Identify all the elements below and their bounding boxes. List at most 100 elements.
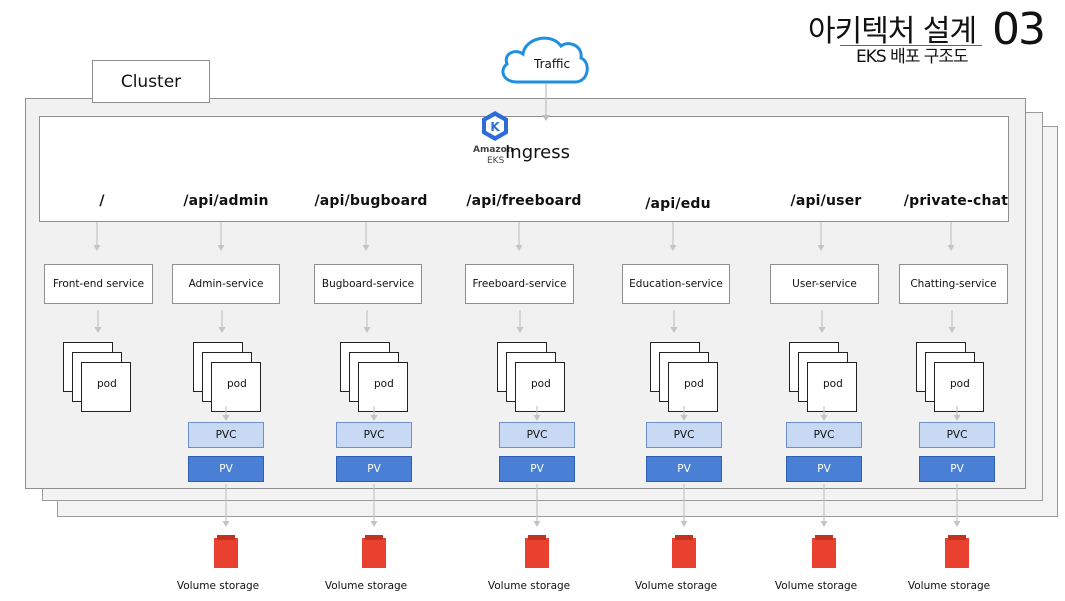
cluster-label: Cluster [92, 60, 210, 103]
service-arrow [363, 310, 371, 333]
page-subtitle: EKS 배포 구조도 [856, 47, 969, 67]
pod-label: pod [374, 378, 394, 390]
pv-box: PV [919, 456, 995, 482]
pod-card [668, 362, 718, 412]
pod-card [934, 362, 984, 412]
route-path: /api/edu [645, 196, 711, 212]
pod-card [358, 362, 408, 412]
title-divider [840, 45, 982, 46]
eks-logo-text: Amazon [473, 145, 514, 155]
route-path: /api/freeboard [466, 193, 582, 209]
pv-label: PV [817, 463, 831, 475]
pod-label: pod [227, 378, 247, 390]
pod-card [81, 362, 131, 412]
pod-label: pod [97, 378, 117, 390]
pvc-box: PVC [336, 422, 412, 448]
storage-label: Volume storage [774, 580, 858, 592]
route-path: /api/user [790, 193, 862, 209]
pv-box: PV [646, 456, 722, 482]
pvc-label: PVC [363, 429, 385, 441]
pod-arrow [533, 406, 541, 421]
service-arrow [94, 310, 102, 333]
storage-bucket-icon [362, 535, 386, 568]
route-path: /api/admin [183, 193, 269, 209]
pv-label: PV [530, 463, 544, 475]
pod-label: pod [950, 378, 970, 390]
storage-bucket-icon [214, 535, 238, 568]
eks-logo-letter: K [490, 120, 500, 134]
storage-label: Volume storage [907, 580, 991, 592]
section-number: 03 [992, 4, 1046, 55]
pv-box: PV [336, 456, 412, 482]
route-arrow [362, 222, 370, 251]
route-arrow [817, 222, 825, 251]
route-arrow [93, 222, 101, 251]
storage-arrow [370, 484, 378, 527]
service-box: User-service [770, 264, 879, 304]
storage-label: Volume storage [634, 580, 718, 592]
service-arrow [670, 310, 678, 333]
route-path: /private-chat [903, 193, 1009, 209]
storage-arrow [222, 484, 230, 527]
pod-arrow [820, 406, 828, 421]
pod-card [211, 362, 261, 412]
pv-box: PV [188, 456, 264, 482]
pod-label: pod [684, 378, 704, 390]
storage-arrow [680, 484, 688, 527]
service-label: Education-service [629, 278, 723, 290]
pv-label: PV [677, 463, 691, 475]
pvc-label: PVC [215, 429, 237, 441]
service-arrow [818, 310, 826, 333]
service-box: Education-service [622, 264, 730, 304]
service-label: User-service [792, 278, 857, 290]
pv-label: PV [950, 463, 964, 475]
service-box: Chatting-service [899, 264, 1008, 304]
route-path: /api/bugboard [314, 193, 428, 209]
page-title: 아키텍처 설계 [808, 14, 977, 49]
eks-logo-subtext: EKS [487, 156, 505, 166]
storage-bucket-icon [812, 535, 836, 568]
pv-label: PV [367, 463, 381, 475]
pvc-label: PVC [946, 429, 968, 441]
storage-bucket-icon [945, 535, 969, 568]
service-box: Front-end service [44, 264, 153, 304]
pvc-box: PVC [188, 422, 264, 448]
service-arrow [516, 310, 524, 333]
storage-arrow [533, 484, 541, 527]
service-box: Bugboard-service [314, 264, 422, 304]
pod-label: pod [823, 378, 843, 390]
ingress-title: Ingress [505, 142, 570, 163]
storage-arrow [820, 484, 828, 527]
cloud-icon [501, 36, 589, 84]
pvc-label: PVC [673, 429, 695, 441]
service-label: Front-end service [52, 278, 145, 290]
traffic-arrow [542, 84, 550, 121]
route-arrow [217, 222, 225, 251]
pod-card [807, 362, 857, 412]
eks-logo-icon: K [482, 111, 508, 141]
pvc-label: PVC [526, 429, 548, 441]
pod-label: pod [531, 378, 551, 390]
pod-arrow [370, 406, 378, 421]
storage-label: Volume storage [324, 580, 408, 592]
traffic-label: Traffic [534, 57, 571, 71]
pvc-box: PVC [919, 422, 995, 448]
service-box: Admin-service [172, 264, 280, 304]
ingress-box [39, 116, 1009, 222]
service-box: Freeboard-service [465, 264, 574, 304]
pod-arrow [222, 406, 230, 421]
service-label: Bugboard-service [321, 278, 415, 290]
pv-box: PV [786, 456, 862, 482]
storage-bucket-icon [525, 535, 549, 568]
route-arrow [947, 222, 955, 251]
pod-card [515, 362, 565, 412]
pvc-label: PVC [813, 429, 835, 441]
pvc-box: PVC [646, 422, 722, 448]
pod-arrow [680, 406, 688, 421]
storage-label: Volume storage [176, 580, 260, 592]
service-label: Chatting-service [910, 278, 997, 290]
storage-label: Volume storage [487, 580, 571, 592]
storage-bucket-icon [672, 535, 696, 568]
service-label: Freeboard-service [472, 278, 567, 290]
route-path: / [99, 193, 105, 209]
